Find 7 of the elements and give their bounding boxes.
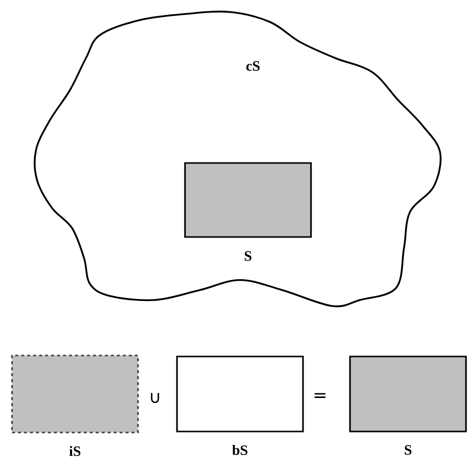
operator-symbol: = — [314, 393, 326, 398]
set-label: bS — [232, 444, 248, 456]
set-label: S — [244, 251, 252, 261]
set-label: S — [404, 445, 412, 455]
set-label: cS — [246, 61, 260, 71]
operator-symbol: ∪ — [150, 393, 160, 403]
set-label: iS — [69, 446, 80, 456]
